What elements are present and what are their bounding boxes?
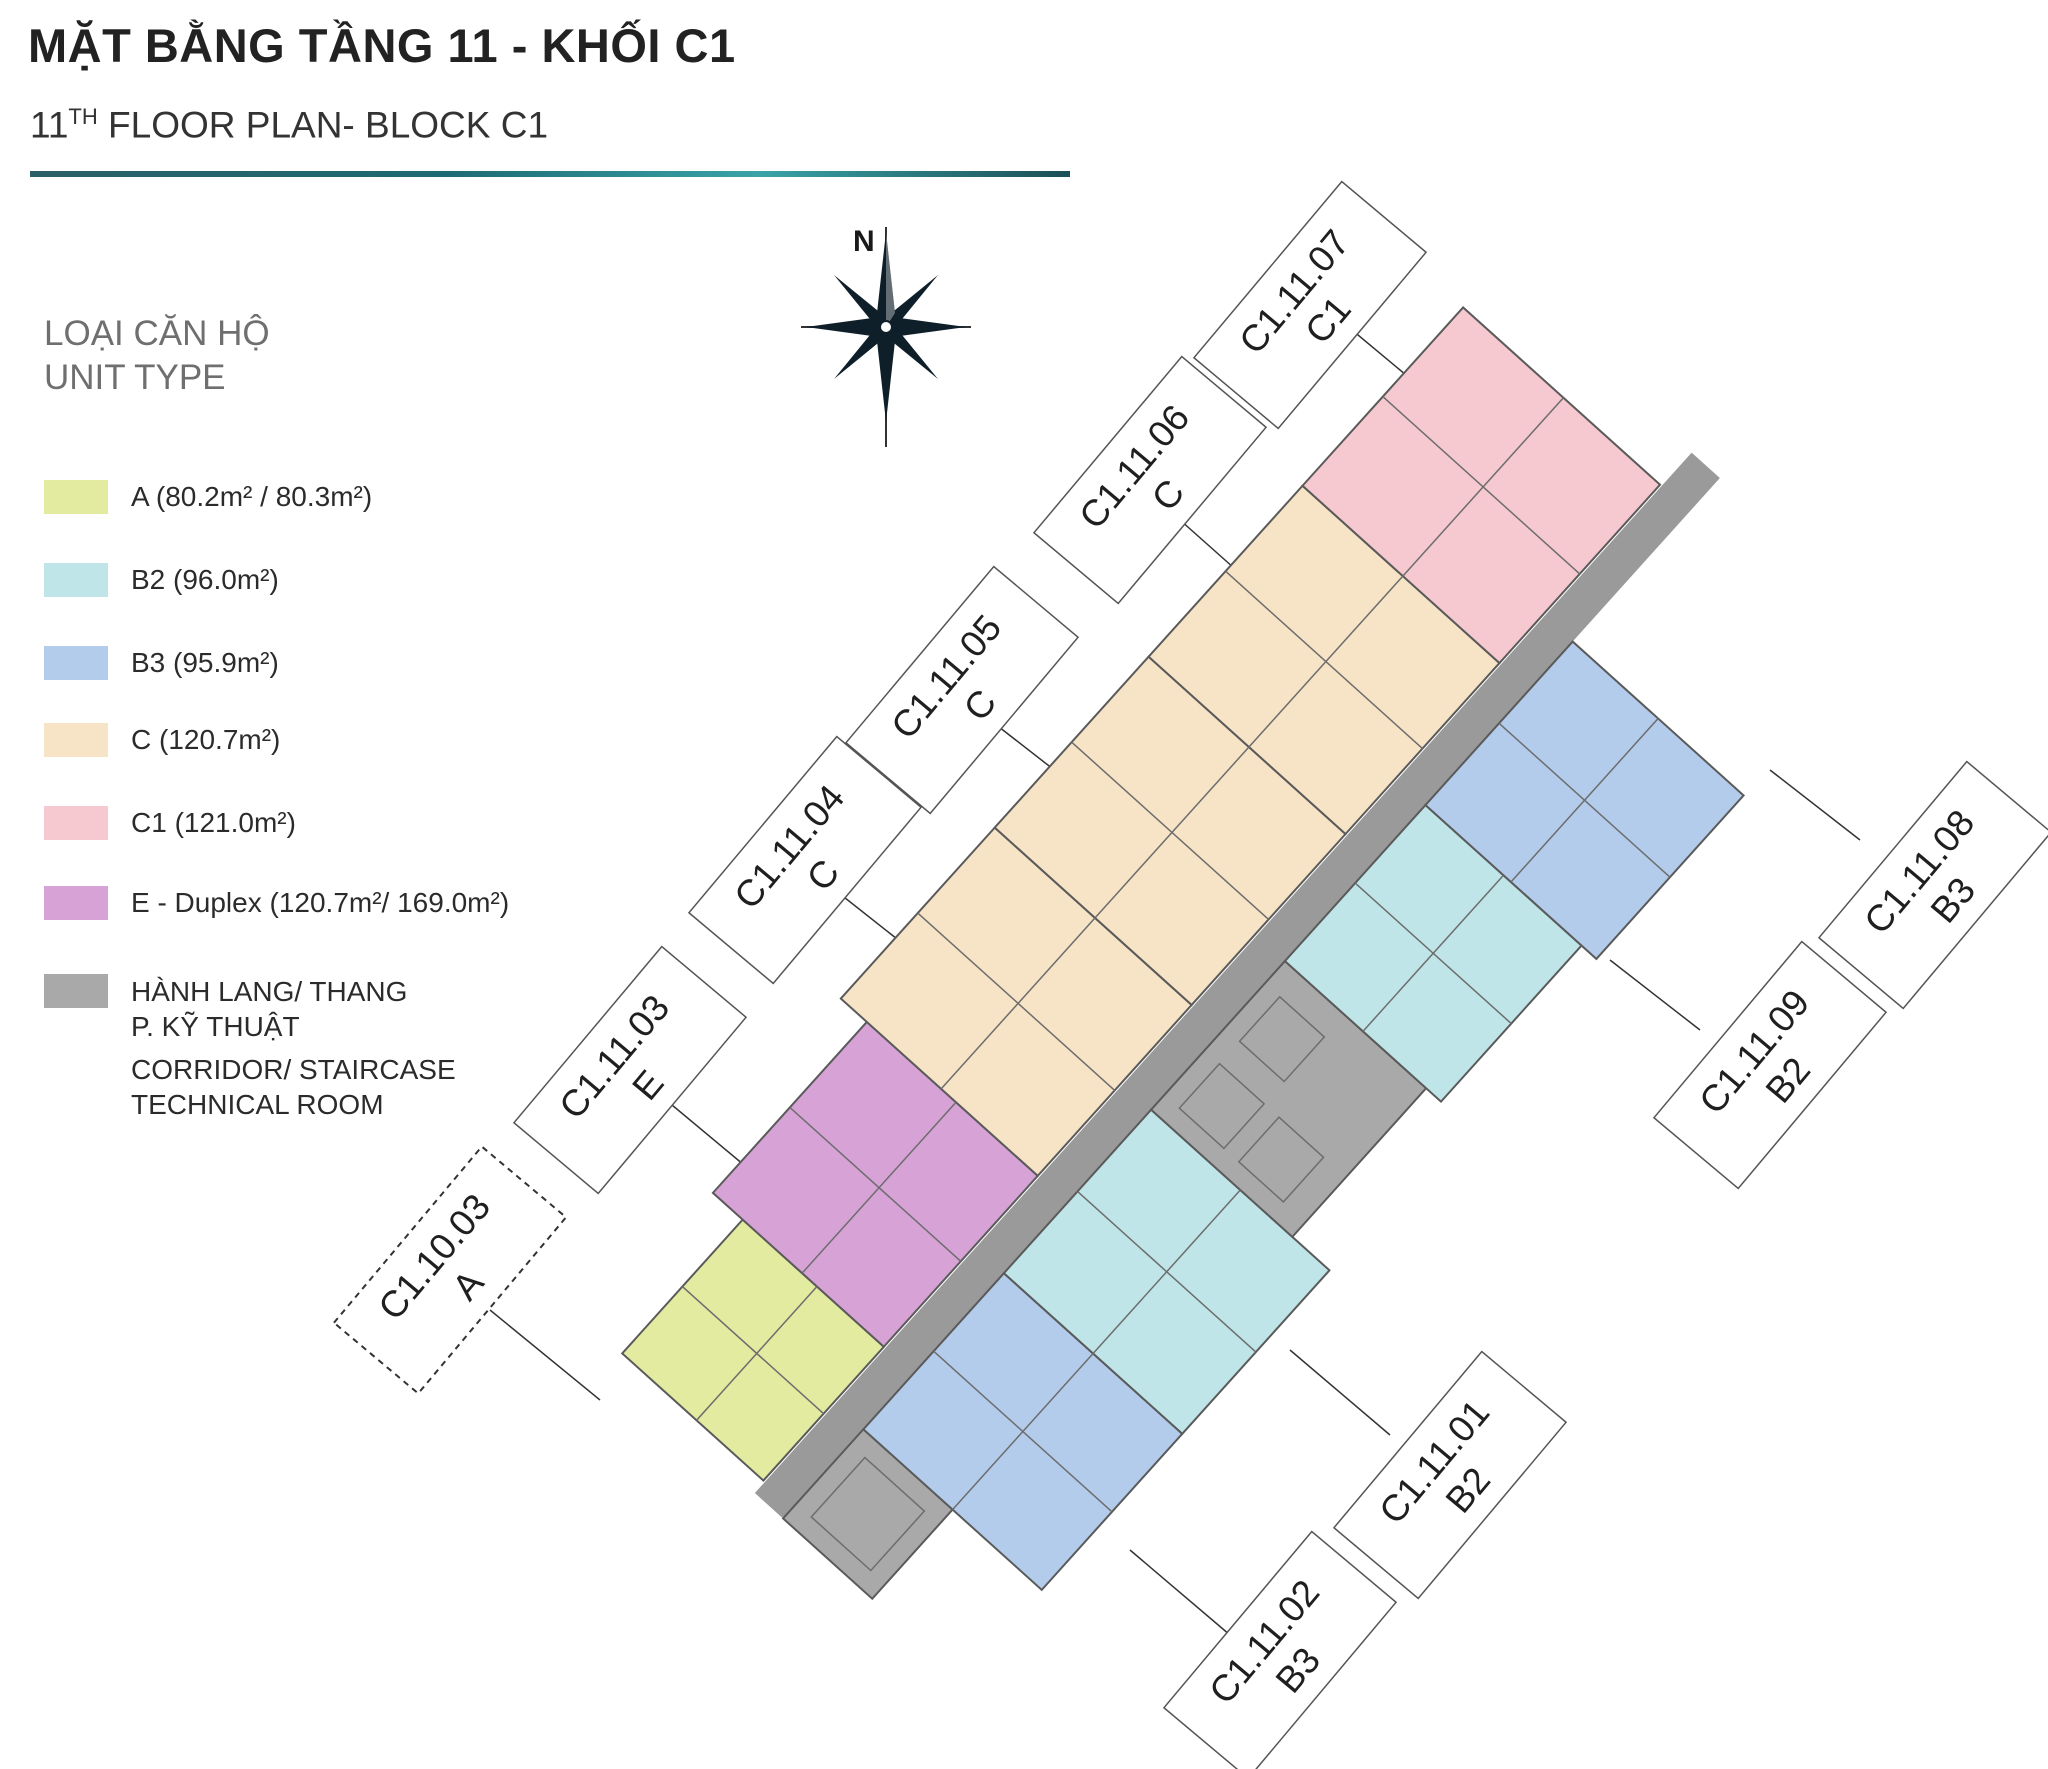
compass-north-label: N <box>853 225 875 258</box>
legend-swatch-b3 <box>44 646 108 680</box>
legend: LOẠI CĂN HỘ UNIT TYPE A (80.2m² / 80.3m²… <box>44 312 509 1120</box>
unit-label-c1-11-01: C1.11.01 B2 <box>1332 1350 1568 1600</box>
unit-label-c1-10-03: C1.10.03 A <box>332 1145 568 1395</box>
legend-swatch-c1 <box>44 806 108 840</box>
legend-label-e: E - Duplex (120.7m²/ 169.0m²) <box>131 887 510 918</box>
unit-label-c1-11-08: C1.11.08 B3 <box>1817 760 2048 1010</box>
subtitle-text: FLOOR PLAN- BLOCK C1 <box>97 104 549 146</box>
legend-label-corridor: HÀNH LANG/ THANG P. KỸ THUẬT CORRIDOR/ S… <box>131 974 456 1122</box>
subtitle-ordinal: TH <box>68 104 98 129</box>
central-corridor <box>754 452 1720 1519</box>
page-subtitle: 11TH FLOOR PLAN- BLOCK C1 <box>30 104 548 146</box>
legend-corridor-line-2: P. KỸ THUẬT <box>131 1011 300 1042</box>
legend-corridor-line-1: HÀNH LANG/ THANG <box>131 976 408 1007</box>
legend-label-b3: B3 (95.9m²) <box>131 647 279 678</box>
page-title: MẶT BẰNG TẦNG 11 - KHỐI C1 <box>28 19 736 72</box>
legend-label-c: C (120.7m²) <box>131 724 281 755</box>
compass-rose: N <box>801 225 971 447</box>
title-underline <box>30 171 1070 177</box>
interior-walls <box>681 396 1671 1572</box>
unit-label-c1-11-03: C1.11.03 E <box>512 945 748 1195</box>
legend-label-b2: B2 (96.0m²) <box>131 564 279 595</box>
legend-title-vi: LOẠI CĂN HỘ <box>44 314 270 353</box>
legend-swatch-a <box>44 480 108 514</box>
unit-label-c1-11-09: C1.11.09 B2 <box>1652 940 1888 1190</box>
building-block-c1 <box>620 305 1745 1601</box>
legend-swatch-c <box>44 723 108 757</box>
legend-corridor-line-3: CORRIDOR/ STAIRCASE <box>131 1054 456 1085</box>
unit-label-c1-11-02: C1.11.02 B3 <box>1162 1530 1398 1769</box>
legend-label-c1: C1 (121.0m²) <box>131 807 296 838</box>
legend-swatch-e <box>44 886 108 920</box>
unit-label-c1-11-07: C1.11.07 C1 <box>1192 180 1428 430</box>
legend-title: LOẠI CĂN HỘ UNIT TYPE <box>44 312 270 400</box>
legend-swatch-corridor <box>44 974 108 1008</box>
legend-swatch-b2 <box>44 563 108 597</box>
legend-label-a: A (80.2m² / 80.3m²) <box>131 481 373 512</box>
legend-corridor-line-4: TECHNICAL ROOM <box>131 1089 384 1120</box>
legend-title-en: UNIT TYPE <box>44 358 226 397</box>
subtitle-floor-number: 11 <box>30 104 69 146</box>
